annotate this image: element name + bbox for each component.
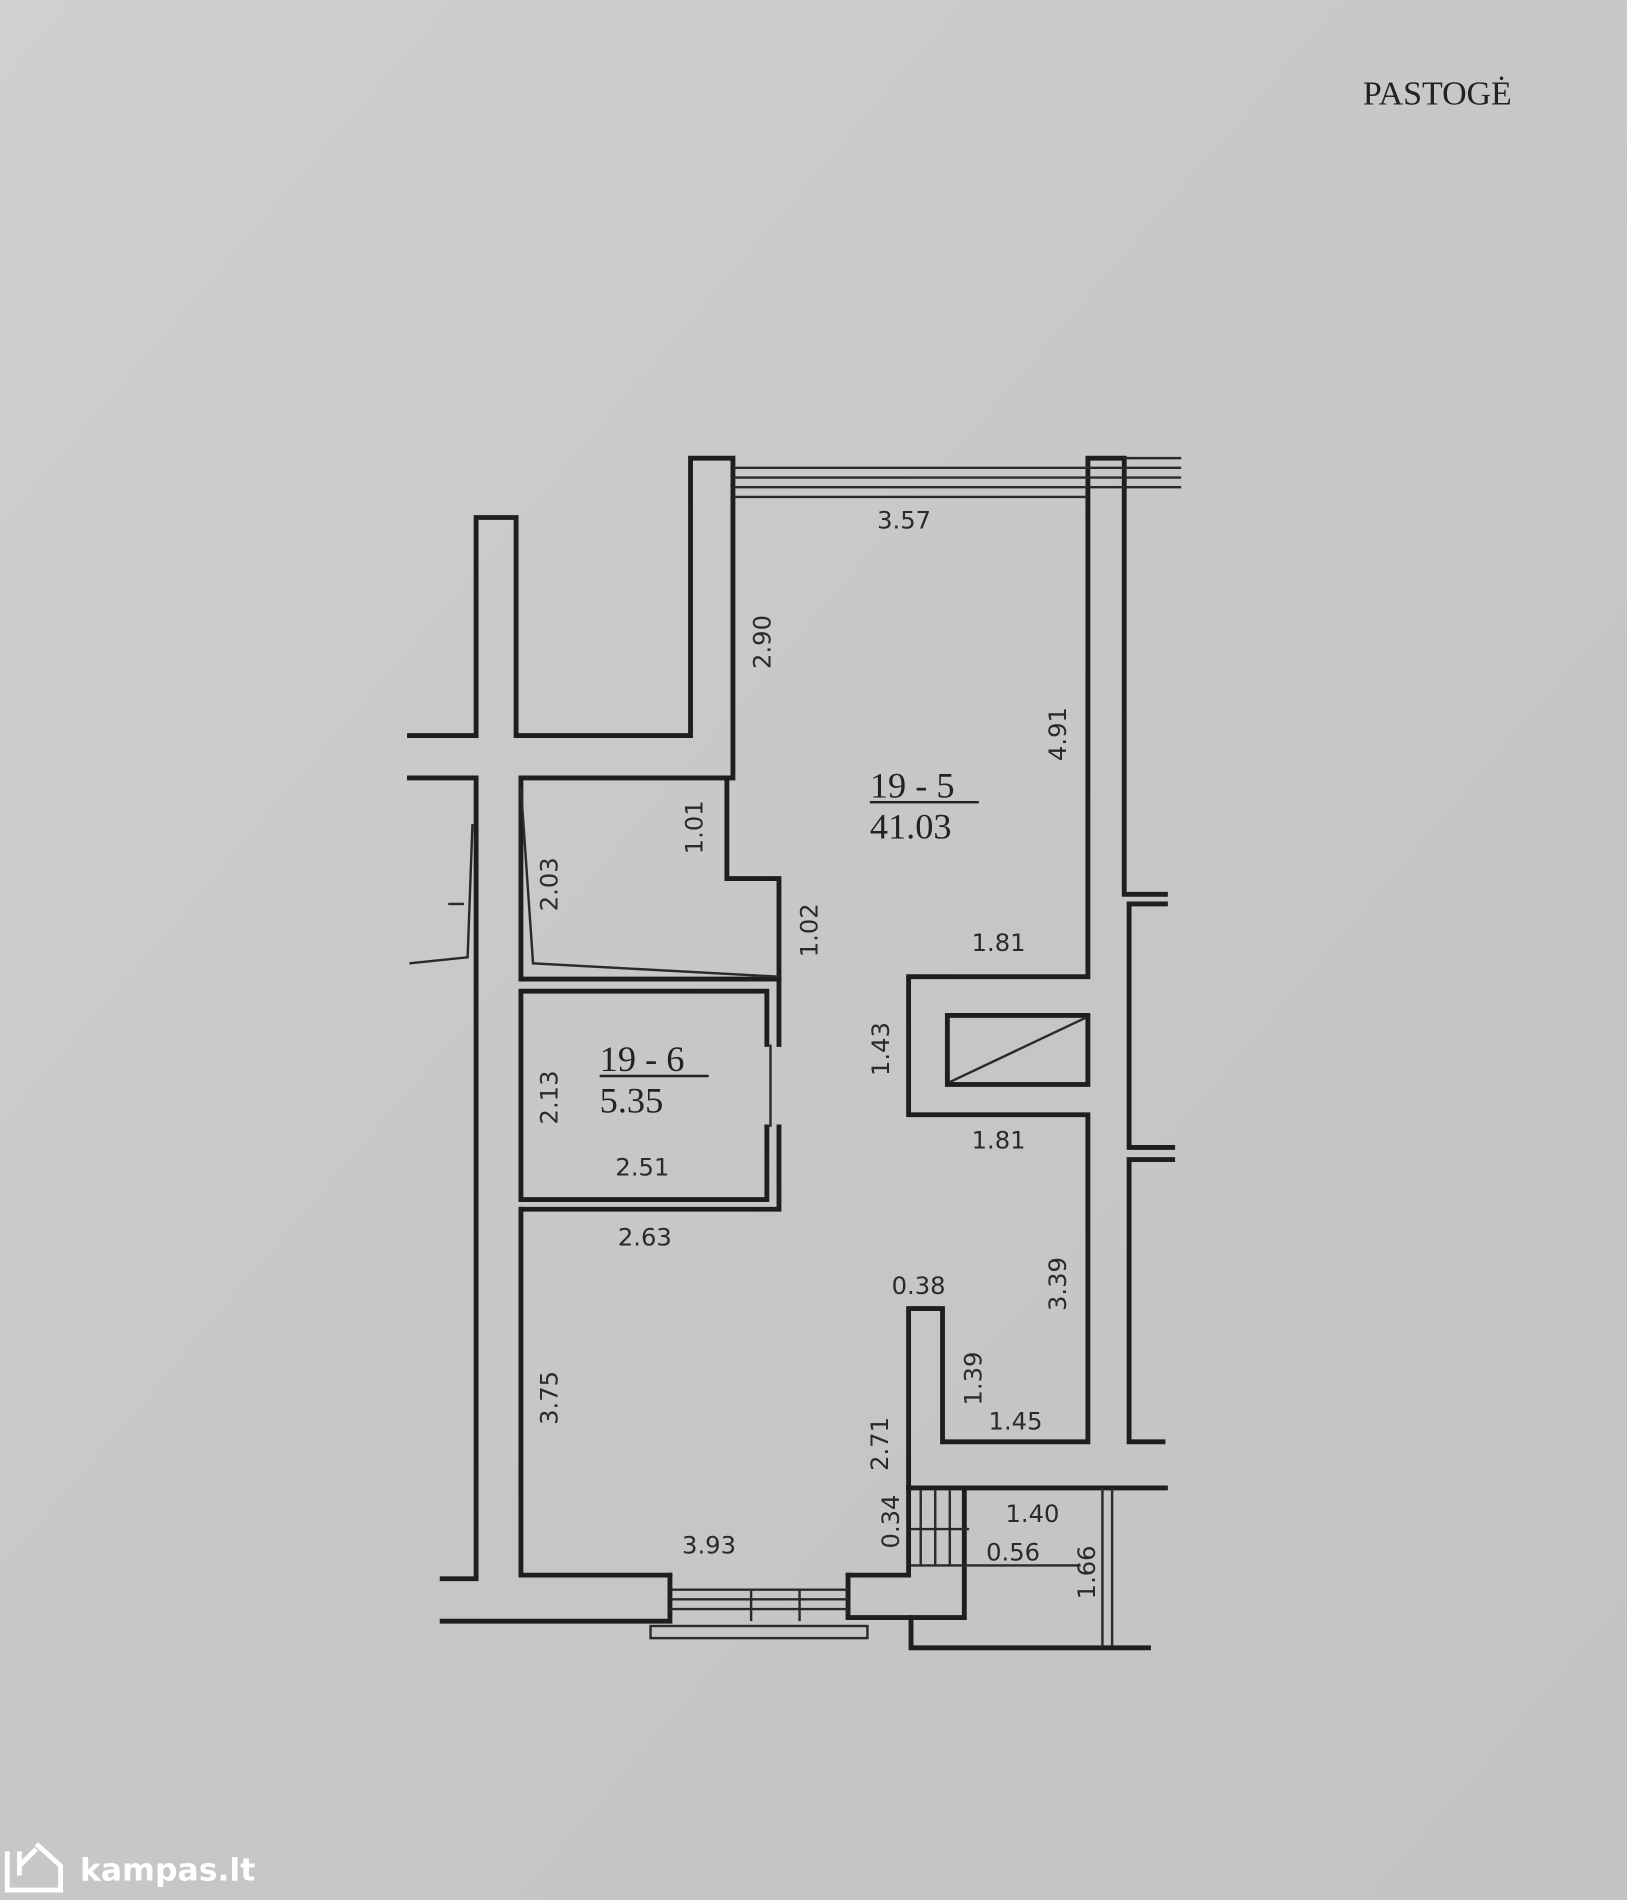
dim-label: 0.34 bbox=[877, 1495, 905, 1549]
room-19-6: 19 - 6 5.35 bbox=[599, 1039, 709, 1120]
room-area: 5.35 bbox=[600, 1080, 664, 1120]
dim-label: 1.81 bbox=[972, 929, 1026, 957]
room-area: 41.03 bbox=[870, 807, 952, 847]
room-19-5: 19 - 5 41.03 bbox=[870, 765, 979, 847]
dim-label: 2.90 bbox=[748, 615, 776, 669]
watermark-logo: kampas.lt bbox=[4, 1842, 255, 1893]
window-bottom bbox=[439, 1485, 967, 1640]
dim-label: 3.93 bbox=[682, 1531, 736, 1559]
balcony-top bbox=[732, 456, 1182, 499]
dim-label: 3.75 bbox=[535, 1371, 563, 1425]
dim-label: 2.51 bbox=[615, 1153, 669, 1181]
dim-label: 1.66 bbox=[1073, 1545, 1101, 1599]
dim-label: 0.38 bbox=[892, 1272, 946, 1300]
walls bbox=[407, 455, 1182, 1651]
dim-label: 3.39 bbox=[1044, 1257, 1072, 1311]
plan-title: PASTOGĖ bbox=[1363, 75, 1512, 112]
dim-label: 1.43 bbox=[867, 1022, 895, 1076]
dim-label: 1.01 bbox=[681, 800, 709, 854]
door-swing bbox=[519, 787, 780, 978]
door-swing-left bbox=[409, 823, 474, 965]
watermark-text: kampas.lt bbox=[80, 1852, 255, 1888]
dim-label: 1.40 bbox=[1006, 1500, 1060, 1528]
dim-label: 1.02 bbox=[796, 903, 824, 957]
kampas-logo-icon bbox=[4, 1842, 63, 1893]
dimension-labels: 3.57 2.90 4.91 1.01 2.03 1.02 1.81 1.43 … bbox=[535, 506, 1101, 1599]
stairs bbox=[906, 1485, 1168, 1651]
dim-label: 2.03 bbox=[535, 857, 563, 911]
dim-label: 2.13 bbox=[535, 1071, 563, 1125]
dim-label: 4.91 bbox=[1044, 707, 1072, 761]
dim-label: 1.39 bbox=[959, 1352, 987, 1406]
dim-label: 0.56 bbox=[986, 1539, 1040, 1567]
dim-label: 3.57 bbox=[877, 506, 931, 534]
room-id: 19 - 5 bbox=[870, 765, 955, 805]
dim-label: 1.45 bbox=[989, 1408, 1043, 1436]
dim-label: 1.81 bbox=[972, 1127, 1026, 1155]
dim-label: 2.63 bbox=[618, 1224, 672, 1252]
room-id: 19 - 6 bbox=[600, 1039, 685, 1079]
dim-label: 2.71 bbox=[866, 1417, 894, 1471]
